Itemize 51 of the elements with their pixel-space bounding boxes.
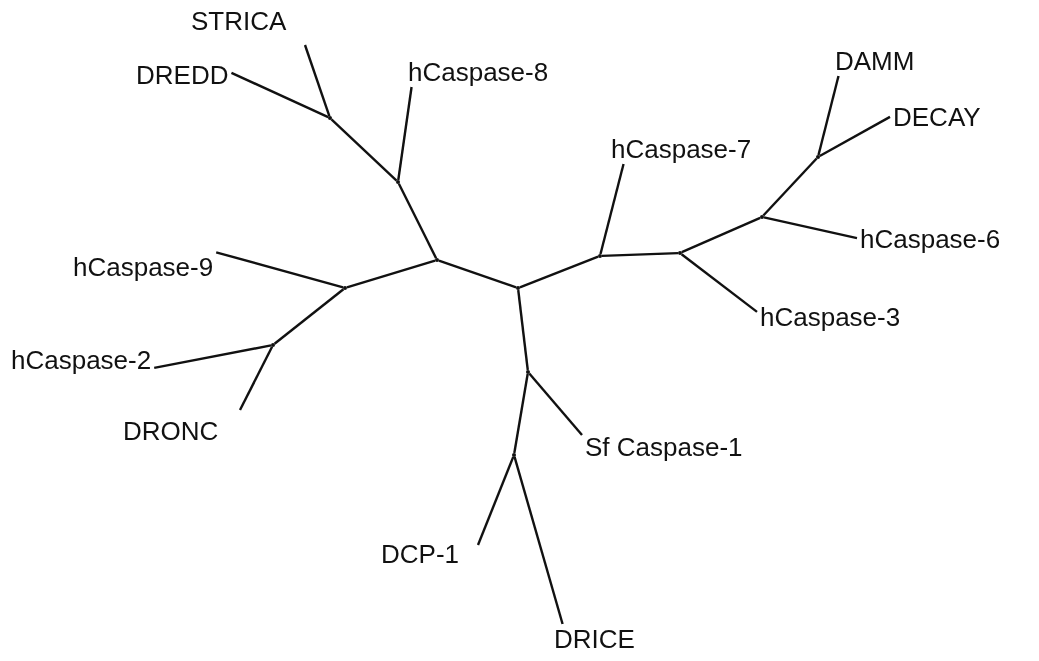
leaf-label: DCP-1 xyxy=(378,539,462,569)
branch-point xyxy=(678,251,682,255)
branch-line xyxy=(238,346,274,411)
leaf-label: DAMM xyxy=(832,46,918,76)
leaf-label: DRICE xyxy=(551,624,638,654)
leaf-label: DECAY xyxy=(890,102,984,132)
branch-point xyxy=(526,370,530,374)
branch-point xyxy=(435,258,439,262)
branch-line xyxy=(303,44,331,117)
branch-line xyxy=(476,456,515,546)
branch-point xyxy=(512,453,516,457)
branch-line xyxy=(513,456,564,625)
branch-line xyxy=(599,163,625,255)
branch-point xyxy=(760,215,764,219)
leaf-label: hCaspase-3 xyxy=(757,302,904,332)
branch-line xyxy=(438,259,517,289)
leaf-label: Sf Caspase-1 xyxy=(582,432,746,462)
branch-line xyxy=(397,86,413,181)
leaf-label: hCaspase-6 xyxy=(857,224,1004,254)
branch-point xyxy=(598,254,602,258)
leaf-label: DRONC xyxy=(120,416,222,446)
branch-line xyxy=(517,289,529,371)
branch-line xyxy=(330,118,398,182)
branch-line xyxy=(819,115,891,158)
branch-line xyxy=(215,251,344,289)
leaf-label: hCaspase-7 xyxy=(608,134,755,164)
branch-line xyxy=(762,157,818,217)
branch-point xyxy=(396,180,400,184)
branch-line xyxy=(230,71,329,119)
branch-point xyxy=(271,343,275,347)
branch-line xyxy=(681,216,761,254)
branch-point xyxy=(343,286,347,290)
branch-line xyxy=(519,255,599,289)
branch-line xyxy=(528,372,583,436)
branch-point xyxy=(328,116,332,120)
branch-line xyxy=(346,259,436,289)
leaf-label: hCaspase-2 xyxy=(8,345,155,375)
leaf-label: DREDD xyxy=(133,60,232,90)
branch-line xyxy=(680,253,758,313)
branch-point xyxy=(816,155,820,159)
leaf-label: hCaspase-8 xyxy=(405,57,552,87)
branch-line xyxy=(601,251,679,258)
branch-line xyxy=(273,288,345,345)
branch-line xyxy=(763,216,858,240)
leaf-label: STRICA xyxy=(188,6,290,36)
branch-line xyxy=(513,373,529,454)
branch-point xyxy=(516,286,520,290)
branch-line xyxy=(817,75,840,156)
leaf-label: hCaspase-9 xyxy=(70,252,217,282)
branch-line xyxy=(397,183,438,259)
branch-line xyxy=(153,344,272,370)
